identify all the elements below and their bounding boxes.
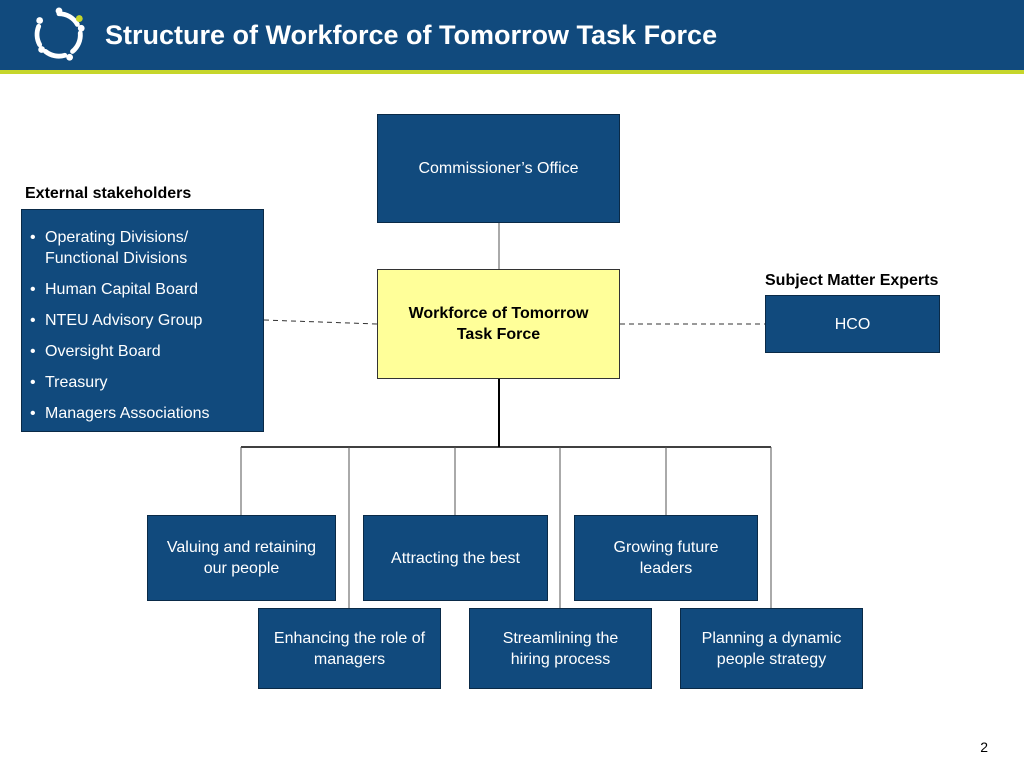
header-accent-stripe [0,70,1024,74]
planning-box: Planning a dynamic people strategy [680,608,863,689]
page-title: Structure of Workforce of Tomorrow Task … [105,20,718,50]
bullet-icon: • [30,343,36,360]
list-item: •Operating Divisions/ Functional Divisio… [30,229,189,267]
hco-label: HCO [834,315,871,333]
page-number: 2 [980,739,988,755]
header-bar [0,0,1024,70]
hco-box: HCO [765,295,940,353]
attracting-label: Attracting the best [391,549,520,567]
bullet-icon: • [30,229,36,246]
commissioners-office-label: Commissioner’s Office [418,160,579,177]
list-item: •NTEU Advisory Group [30,312,203,329]
valuing-box: Valuing and retaining our people [147,515,336,601]
circle-of-people-logo-icon [34,7,85,61]
subject-matter-experts-label: Subject Matter Experts [765,272,939,289]
growing-label: Growing future leaders [613,539,719,577]
task-force-box: Workforce of Tomorrow Task Force [377,269,620,379]
list-item: •Managers Associations [30,405,210,422]
streamlining-box: Streamlining the hiring process [469,608,652,689]
list-item: •Treasury [30,374,108,391]
bullet-icon: • [30,405,36,422]
stakeholder-list: •Operating Divisions/ Functional Divisio… [30,227,255,424]
bullet-icon: • [30,312,36,329]
planning-label: Planning a dynamic people strategy [701,629,842,668]
bullet-icon: • [30,281,36,298]
streamlining-label: Streamlining the hiring process [502,629,619,668]
external-stakeholders-label: External stakeholders [25,185,192,202]
valuing-label: Valuing and retaining our people [166,539,317,577]
list-item: •Human Capital Board [30,281,198,298]
enhancing-box: Enhancing the role of managers [258,608,441,689]
growing-box: Growing future leaders [574,515,758,601]
enhancing-label: Enhancing the role of managers [273,629,426,668]
dashed-connector-stakeholders [263,319,378,325]
commissioners-office-box: Commissioner’s Office [377,114,620,223]
bullet-icon: • [30,374,36,391]
list-item: •Oversight Board [30,343,161,360]
attracting-box: Attracting the best [363,515,548,601]
task-force-label: Workforce of Tomorrow Task Force [408,305,589,343]
external-stakeholders-box: •Operating Divisions/ Functional Divisio… [21,209,264,432]
